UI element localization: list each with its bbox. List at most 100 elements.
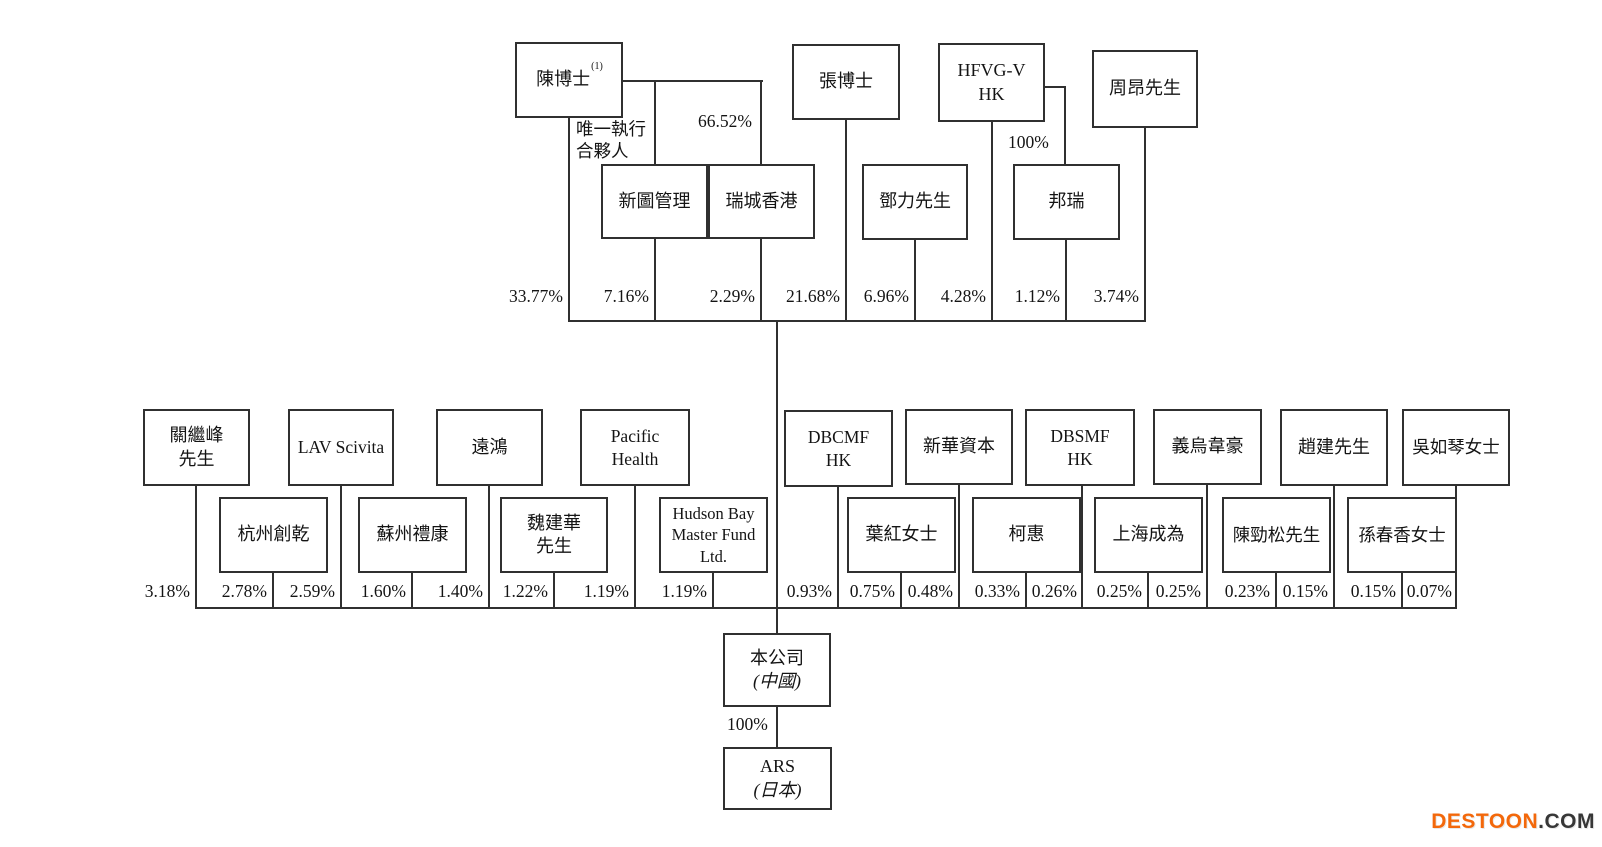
node-label: 鄧力先生	[879, 191, 951, 212]
connector-line	[760, 239, 762, 321]
node-box-chen: 陳博士(1)	[515, 42, 623, 118]
node-label: 柯惠	[1008, 524, 1045, 545]
node-box-pacific: Pacific Health	[580, 409, 690, 486]
pct-label-yiwu: 0.25%	[1155, 581, 1201, 601]
node-box-yiwu: 義烏韋豪	[1153, 409, 1262, 485]
node-label: LAV Scivita	[297, 437, 385, 458]
connector-line	[195, 607, 1457, 609]
pct-label-yehong: 0.75%	[849, 581, 895, 601]
pct-label-hangzhou: 2.78%	[221, 581, 267, 601]
connector-line	[837, 487, 839, 609]
pct-label-guan: 3.18%	[144, 581, 190, 601]
connector-line	[1401, 573, 1403, 609]
pct-label-wei: 1.22%	[502, 581, 548, 601]
node-box-wuruqin: 吳如琴女士	[1402, 409, 1510, 486]
watermark-suffix: .COM	[1538, 810, 1595, 833]
pct-label-chen: 33.77%	[509, 286, 563, 306]
node-box-xintu: 新圖管理	[601, 164, 708, 239]
connector-line	[195, 486, 197, 609]
node-box-company: 本公司(中國)	[723, 633, 831, 707]
pct-label-chenjinsong: 0.23%	[1224, 581, 1270, 601]
node-box-hangzhou: 杭州創乾	[219, 497, 328, 573]
pct-label-xintu: 7.16%	[603, 286, 649, 306]
node-box-yuanhong: 遠鴻	[436, 409, 543, 486]
node-box-chenjinsong: 陳勁松先生	[1222, 497, 1331, 573]
node-label: HFVG-V HK	[957, 60, 1026, 104]
node-box-hudson: Hudson Bay Master Fund Ltd.	[659, 497, 768, 573]
node-box-zhang: 張博士	[792, 44, 900, 120]
node-label: 張博士	[819, 71, 873, 92]
pct-label-hfvg: 4.28%	[940, 286, 986, 306]
watermark: DESTOON.COM	[1425, 810, 1595, 834]
node-box-kehui: 柯惠	[972, 497, 1081, 573]
node-box-ruicheng: 瑞城香港	[708, 164, 815, 239]
connector-line	[845, 119, 847, 321]
edge-label-sole-executive-partner: 唯一執行 合夥人	[576, 119, 646, 161]
pct-label-yuanhong: 1.40%	[437, 581, 483, 601]
edge-label-company-ars-pct: 100%	[727, 714, 768, 734]
connector-line	[568, 320, 1146, 322]
node-box-hfvg: HFVG-V HK	[938, 43, 1045, 122]
node-label: 新華資本	[923, 436, 995, 457]
node-label: 本公司	[750, 647, 804, 668]
connector-line	[654, 239, 656, 321]
pct-label-zhou: 3.74%	[1093, 286, 1139, 306]
connector-line	[1144, 128, 1146, 321]
node-label: 陳博士	[536, 69, 591, 90]
node-label: DBSMF HK	[1050, 426, 1110, 469]
pct-label-bangrui: 1.12%	[1014, 286, 1060, 306]
pct-label-suzhou: 1.60%	[360, 581, 406, 601]
node-box-wei: 魏建華 先生	[500, 497, 608, 573]
node-label: 關繼峰 先生	[169, 425, 224, 469]
watermark-brand: DESTOON	[1431, 810, 1539, 833]
pct-label-zhaojian: 0.15%	[1282, 581, 1328, 601]
pct-label-dbsmf: 0.26%	[1031, 581, 1077, 601]
connector-line	[776, 320, 778, 633]
pct-label-hudson: 1.19%	[661, 581, 707, 601]
node-box-shanghai: 上海成為	[1094, 497, 1203, 573]
connector-line	[914, 240, 916, 321]
node-label: 上海成為	[1112, 524, 1185, 545]
pct-label-zhang: 21.68%	[786, 286, 840, 306]
node-label: 蘇州禮康	[376, 524, 449, 545]
edge-label-hfvg-bangrui-pct: 100%	[1008, 132, 1049, 152]
node-label: 周昂先生	[1109, 78, 1181, 99]
node-sublabel: (日本)	[753, 779, 802, 800]
node-box-ars: ARS(日本)	[723, 747, 832, 810]
connector-line	[1147, 573, 1149, 609]
node-box-lav: LAV Scivita	[288, 409, 394, 486]
edge-label-chen-ruicheng-pct: 66.52%	[698, 111, 752, 131]
node-box-xinhua: 新華資本	[905, 409, 1013, 485]
node-label: DBCMF HK	[807, 427, 870, 470]
connector-line	[1065, 240, 1067, 321]
node-label: Pacific Health	[610, 426, 660, 469]
connector-line	[1333, 486, 1335, 609]
node-label: 邦瑞	[1048, 191, 1085, 212]
connector-line	[1081, 486, 1083, 609]
pct-label-wuruqin: 0.07%	[1406, 581, 1452, 601]
node-label: 杭州創乾	[237, 524, 310, 545]
node-label: Hudson Bay Master Fund Ltd.	[671, 504, 756, 566]
connector-line	[1206, 485, 1208, 609]
connector-line	[654, 80, 656, 166]
node-box-dbcmf: DBCMF HK	[784, 410, 893, 487]
connector-line	[1042, 86, 1066, 88]
node-label: 遠鴻	[471, 436, 508, 457]
node-label: 吳如琴女士	[1412, 437, 1500, 458]
node-label: 義烏韋豪	[1171, 436, 1244, 457]
node-label: 瑞城香港	[725, 190, 798, 211]
node-box-zhou: 周昂先生	[1092, 50, 1198, 128]
connector-line	[1064, 86, 1066, 166]
node-label: 新圖管理	[618, 190, 691, 211]
connector-line	[340, 486, 342, 609]
node-box-dbsmf: DBSMF HK	[1025, 409, 1135, 486]
pct-label-xinhua: 0.48%	[907, 581, 953, 601]
node-label: 陳勁松先生	[1232, 524, 1321, 545]
node-box-sun: 孫春香女士	[1347, 497, 1457, 573]
pct-label-kehui: 0.33%	[974, 581, 1020, 601]
connector-line	[623, 80, 763, 82]
connector-line	[568, 118, 570, 321]
connector-line	[1025, 573, 1027, 609]
node-box-dengli: 鄧力先生	[862, 164, 968, 240]
connector-line	[634, 486, 636, 609]
